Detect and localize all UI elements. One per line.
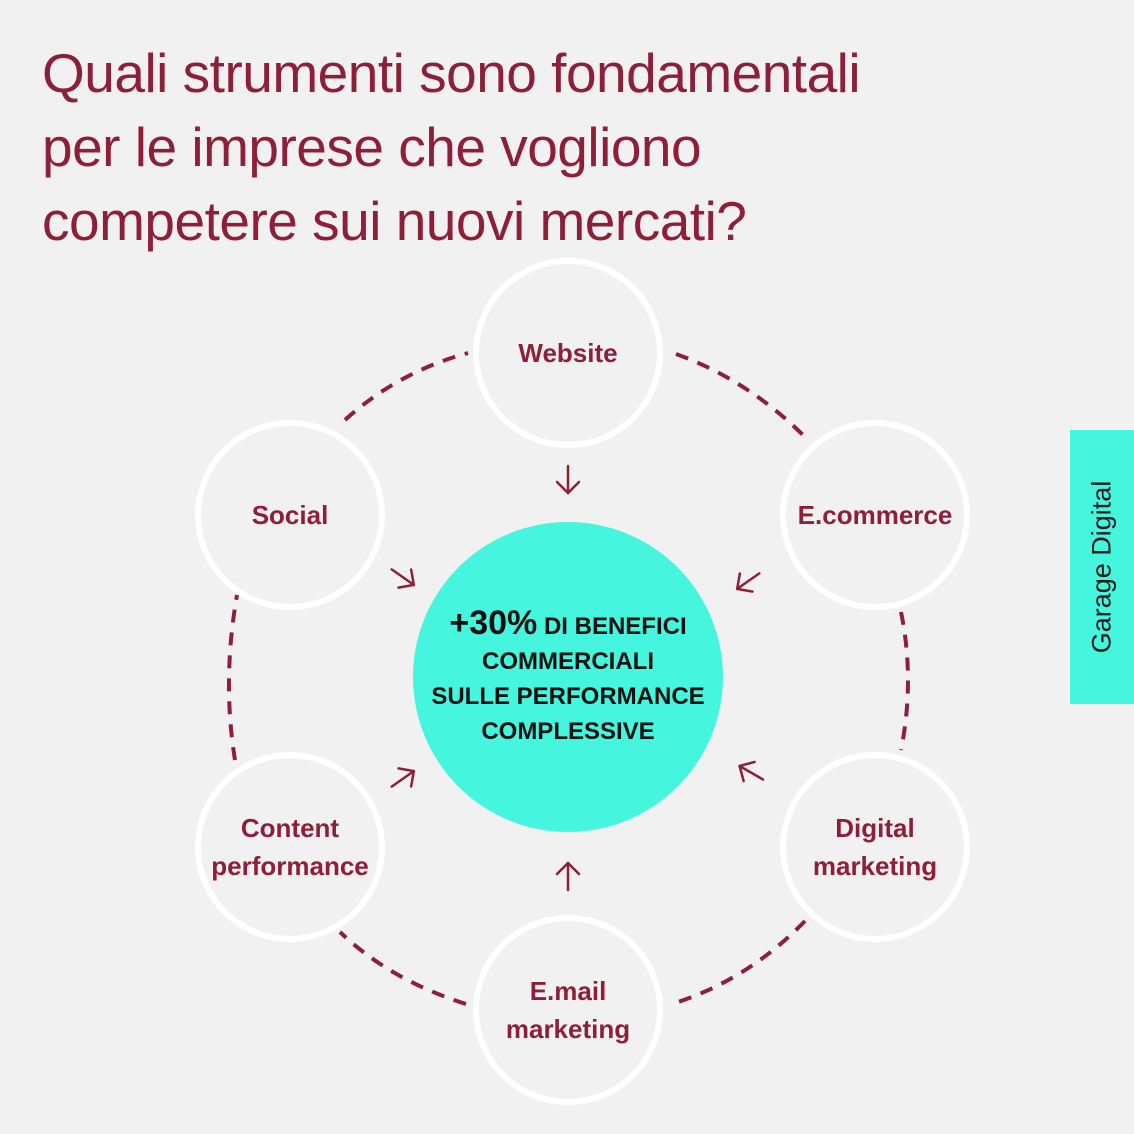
center-line-4: COMPLESSIVE — [481, 717, 655, 745]
dashed-arc-content-social — [226, 594, 239, 761]
node-website-label: Website — [518, 338, 618, 368]
dashed-arc-digital-email — [671, 919, 807, 1006]
center-line-3: SULLE PERFORMANCE — [431, 682, 705, 710]
side-tab: Garage Digital — [1070, 430, 1134, 704]
arrow-icon — [738, 760, 765, 783]
node-content-performance: Content performance — [195, 752, 385, 942]
node-content-performance-label-2: performance — [211, 851, 369, 881]
node-website: Website — [473, 258, 663, 448]
arrow-icon — [390, 568, 416, 589]
arrow-icon — [555, 861, 581, 892]
arrow-icon — [555, 464, 581, 495]
center-line-1: +30% DI BENEFICI — [449, 603, 687, 644]
node-digital-marketing: Digital marketing — [780, 752, 970, 942]
node-content-performance-label-1: Content — [240, 813, 340, 843]
node-email-marketing-label-1: E.mail — [529, 976, 607, 1006]
node-email-marketing-label-2: marketing — [505, 1014, 631, 1044]
title-line-1: Quali strumenti sono fondamentali — [42, 42, 861, 104]
dashed-arc-email-content — [338, 930, 467, 1006]
center-percent: +30% — [449, 603, 538, 642]
title-line-2: per le imprese che vogliono — [42, 116, 702, 178]
dashed-arc-social-website — [343, 351, 469, 422]
center-line-1-rest: DI BENEFICI — [537, 612, 687, 640]
title-line-3: competere sui nuovi mercati? — [42, 190, 747, 252]
node-digital-marketing-label-1: Digital — [835, 813, 915, 843]
node-social: Social — [195, 420, 385, 610]
page-title: Quali strumenti sono fondamentali per le… — [42, 36, 1002, 258]
side-tab-label: Garage Digital — [1086, 480, 1117, 654]
center-highlight: +30% DI BENEFICI COMMERCIALI SULLE PERFO… — [413, 522, 723, 832]
dashed-arc-website-ecommerce — [675, 352, 807, 439]
node-ecommerce: E.commerce — [780, 420, 970, 610]
node-ecommerce-label: E.commerce — [797, 500, 953, 530]
dashed-arc-ecommerce-digital — [899, 611, 910, 751]
arrow-icon — [390, 767, 416, 788]
node-digital-marketing-label-2: marketing — [812, 851, 938, 881]
node-social-label: Social — [251, 500, 329, 530]
arrow-icon — [735, 572, 761, 593]
center-line-2: COMMERCIALI — [482, 647, 654, 675]
node-email-marketing: E.mail marketing — [473, 915, 663, 1105]
